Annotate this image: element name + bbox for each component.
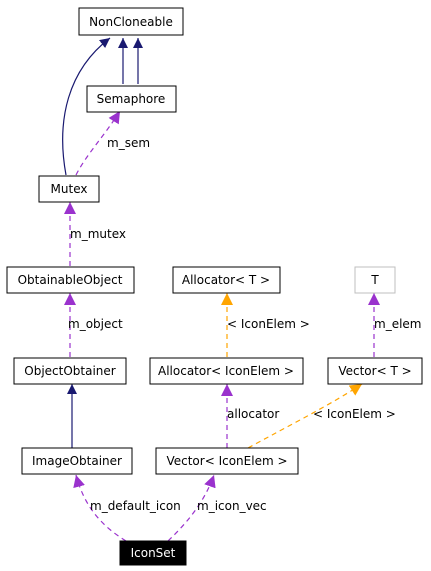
- node-label: Semaphore: [97, 92, 166, 106]
- node-mutex: Mutex: [38, 175, 100, 203]
- node-noncloneable: NonCloneable: [78, 7, 184, 36]
- node-vector-iconelem: Vector< IconElem >: [155, 447, 299, 475]
- node-t: T: [354, 266, 396, 294]
- edge-iconset-to-vectoriconelem: [167, 474, 216, 542]
- node-label: Allocator< IconElem >: [158, 364, 294, 378]
- edge-label-m-default-icon: m_default_icon: [90, 499, 181, 513]
- edge-label-m-object: m_object: [68, 317, 123, 331]
- node-objectobtainer: ObjectObtainer: [13, 357, 127, 385]
- node-label: Allocator< T >: [182, 273, 270, 287]
- node-label: Mutex: [51, 182, 88, 196]
- edge-mutex-to-noncloneable: [62, 37, 111, 176]
- edge-label-m-sem: m_sem: [107, 136, 150, 150]
- edge-label-m-elem: m_elem: [374, 317, 421, 331]
- node-label: IconSet: [131, 546, 176, 560]
- node-obtainableobject: ObtainableObject: [6, 266, 135, 294]
- edge-label-m-mutex: m_mutex: [70, 227, 126, 241]
- node-allocator-t: Allocator< T >: [172, 266, 281, 294]
- node-vector-t: Vector< T >: [327, 357, 423, 385]
- node-label: ObjectObtainer: [24, 364, 116, 378]
- node-allocator-iconelem: Allocator< IconElem >: [149, 357, 304, 385]
- edge-label-iconelem-allocator: < IconElem >: [227, 317, 310, 331]
- edge-label-m-icon-vec: m_icon_vec: [197, 499, 267, 513]
- edge-mutex-to-semaphore: [75, 110, 121, 176]
- edge-vectoriconelem-to-vectort: [247, 383, 363, 449]
- edge-label-iconelem-vector: < IconElem >: [313, 407, 396, 421]
- node-label: Vector< IconElem >: [166, 454, 287, 468]
- node-label: T: [370, 273, 379, 287]
- node-label: ImageObtainer: [32, 454, 122, 468]
- node-label: ObtainableObject: [18, 273, 123, 287]
- node-label: Vector< T >: [338, 364, 411, 378]
- edge-label-allocator: allocator: [227, 407, 279, 421]
- node-semaphore: Semaphore: [86, 85, 177, 113]
- edge-iconset-to-imageobtainer: [73, 474, 127, 542]
- node-imageobtainer: ImageObtainer: [21, 447, 133, 475]
- node-label: NonCloneable: [89, 15, 173, 29]
- node-iconset: IconSet: [119, 540, 187, 566]
